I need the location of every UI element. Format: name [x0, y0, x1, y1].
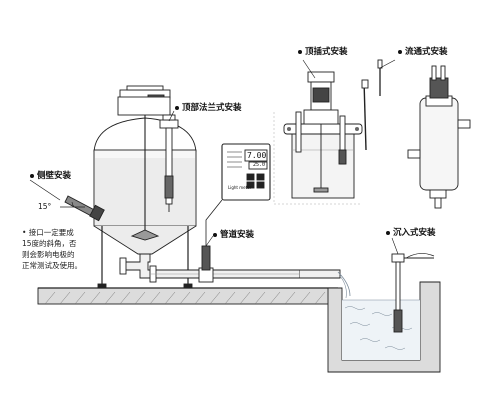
leader-lines	[29, 59, 399, 255]
bullet-icon	[175, 105, 179, 110]
process-pipe	[119, 245, 351, 299]
side-wall-probe	[60, 195, 105, 222]
label-side-wall: 侧壁安装	[30, 172, 71, 181]
angle-label: 15°	[38, 202, 52, 211]
flow-through-cell	[377, 59, 471, 209]
bullet-icon	[30, 173, 34, 178]
label-immersion: 沉入式安装	[386, 229, 436, 238]
label-top-flange: 顶部法兰式安装	[175, 104, 242, 113]
meter-main-reading: 7.00	[247, 151, 267, 160]
bullet-icon	[213, 232, 217, 237]
note-line-3: 则会影响电极的	[22, 250, 75, 259]
meter-device	[205, 143, 271, 246]
top-flange-probe	[164, 127, 174, 212]
ground	[37, 287, 339, 305]
immersion-probe	[391, 253, 435, 333]
label-pipe: 管道安装	[213, 231, 254, 240]
label-top-insert: 顶插式安装	[298, 48, 348, 57]
label-flow-through: 流通式安装	[398, 48, 448, 57]
top-insert-vessel	[273, 71, 369, 205]
reaction-tank	[93, 85, 197, 289]
note-line-2: 15度的斜角，否	[22, 239, 77, 248]
note-line-1: • 接口一定要成	[22, 228, 74, 237]
installation-note: • 接口一定要成 15度的斜角，否 则会影响电极的 正常测试及使用。	[22, 227, 82, 271]
meter-sub-reading: 25.0	[253, 162, 266, 168]
bullet-icon	[298, 49, 302, 54]
bullet-icon	[386, 230, 390, 235]
meter-brand: Light meter	[228, 185, 252, 190]
note-line-4: 正常测试及使用。	[22, 261, 82, 270]
bullet-icon	[398, 49, 402, 54]
water-basin	[327, 281, 441, 373]
